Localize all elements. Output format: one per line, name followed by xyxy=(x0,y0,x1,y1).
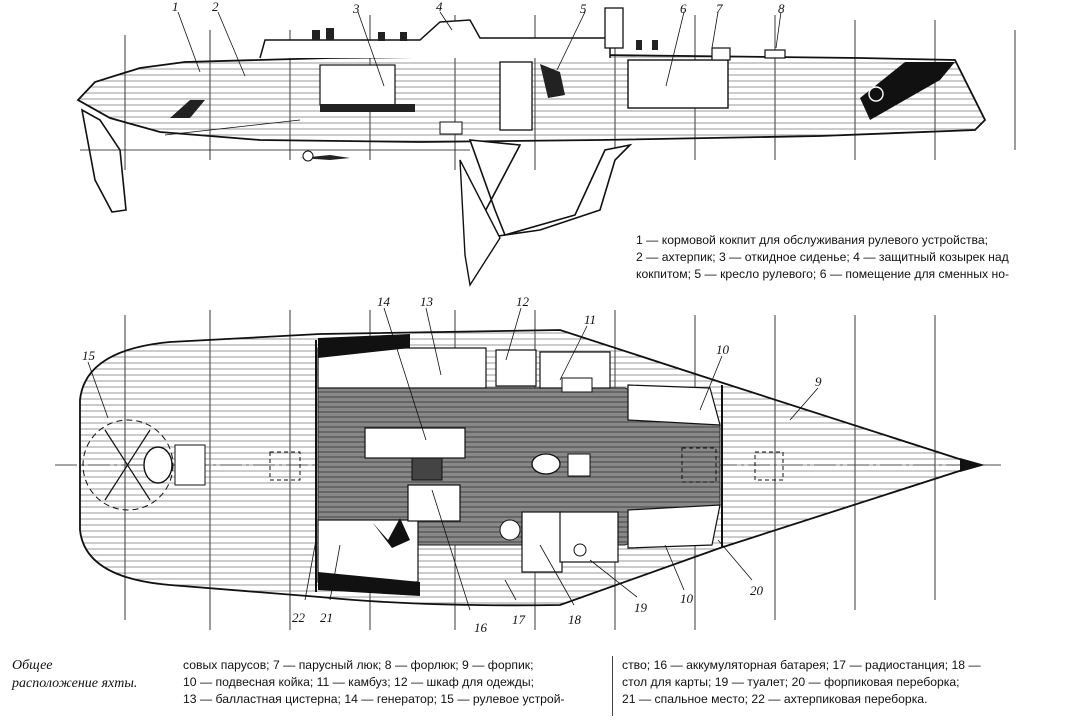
plan-callout: 18 xyxy=(568,612,582,627)
legend-line: 21 — спальное место; 22 — ахтерпиковая п… xyxy=(622,692,928,706)
profile-callout: 6 xyxy=(680,1,687,16)
legend-line: 1 — кормовой кокпит для обслуживания рул… xyxy=(636,233,989,247)
plan-callout: 19 xyxy=(634,600,648,615)
legend-top: 1 — кормовой кокпит для обслуживания рул… xyxy=(636,232,1009,283)
profile-callout: 3 xyxy=(352,1,360,16)
caption-line: расположение яхты. xyxy=(12,676,138,691)
profile-callout: 1 xyxy=(172,0,179,14)
profile-callout: 8 xyxy=(778,1,785,16)
plan-callout: 20 xyxy=(750,583,764,598)
legend-line: кокпитом; 5 — кресло рулевого; 6 — помещ… xyxy=(636,267,1010,281)
plan-callout: 22 xyxy=(292,610,306,625)
profile-callout: 2 xyxy=(212,0,219,14)
legend-line: совых парусов; 7 — парусный люк; 8 — фор… xyxy=(183,658,534,672)
legend-line: стол для карты; 19 — туалет; 20 — форпик… xyxy=(622,675,960,689)
plan-callout: 11 xyxy=(584,312,596,327)
legend-line: 2 — ахтерпик; 3 — откидное сиденье; 4 — … xyxy=(636,250,1009,264)
plan-callouts: 14 13 12 11 10 9 15 22 21 16 17 18 19 10… xyxy=(82,294,822,635)
side-profile-view xyxy=(76,7,1016,287)
plan-view xyxy=(55,310,1005,630)
plan-callout: 10 xyxy=(716,342,730,357)
plan-callout: 13 xyxy=(420,294,434,309)
caption-line: Общее xyxy=(12,658,53,673)
legend-line: ство; 16 — аккумуляторная батарея; 17 — … xyxy=(622,658,981,672)
profile-callout: 5 xyxy=(580,1,587,16)
plan-callout: 10 xyxy=(680,591,694,606)
profile-callout: 4 xyxy=(436,0,443,14)
legend-bottom-left: совых парусов; 7 — парусный люк; 8 — фор… xyxy=(183,657,565,708)
plan-callout: 12 xyxy=(516,294,530,309)
plan-callout: 15 xyxy=(82,348,96,363)
legend-line: 13 — балластная цистерна; 14 — генератор… xyxy=(183,692,565,706)
legend-line: 10 — подвесная койка; 11 — камбуз; 12 — … xyxy=(183,675,535,689)
plan-callout: 9 xyxy=(815,374,822,389)
plan-callout: 17 xyxy=(512,612,526,627)
plan-callout: 21 xyxy=(320,610,333,625)
plan-callout: 14 xyxy=(377,294,391,309)
profile-rudder xyxy=(80,108,127,213)
plan-callout: 16 xyxy=(474,620,488,635)
column-divider xyxy=(612,656,613,716)
profile-callout: 7 xyxy=(716,1,723,16)
profile-callouts: 1 2 3 4 5 6 7 8 xyxy=(172,0,785,16)
figure-caption: Общее расположение яхты. xyxy=(12,657,137,693)
legend-bottom-right: ство; 16 — аккумуляторная батарея; 17 — … xyxy=(622,657,981,708)
